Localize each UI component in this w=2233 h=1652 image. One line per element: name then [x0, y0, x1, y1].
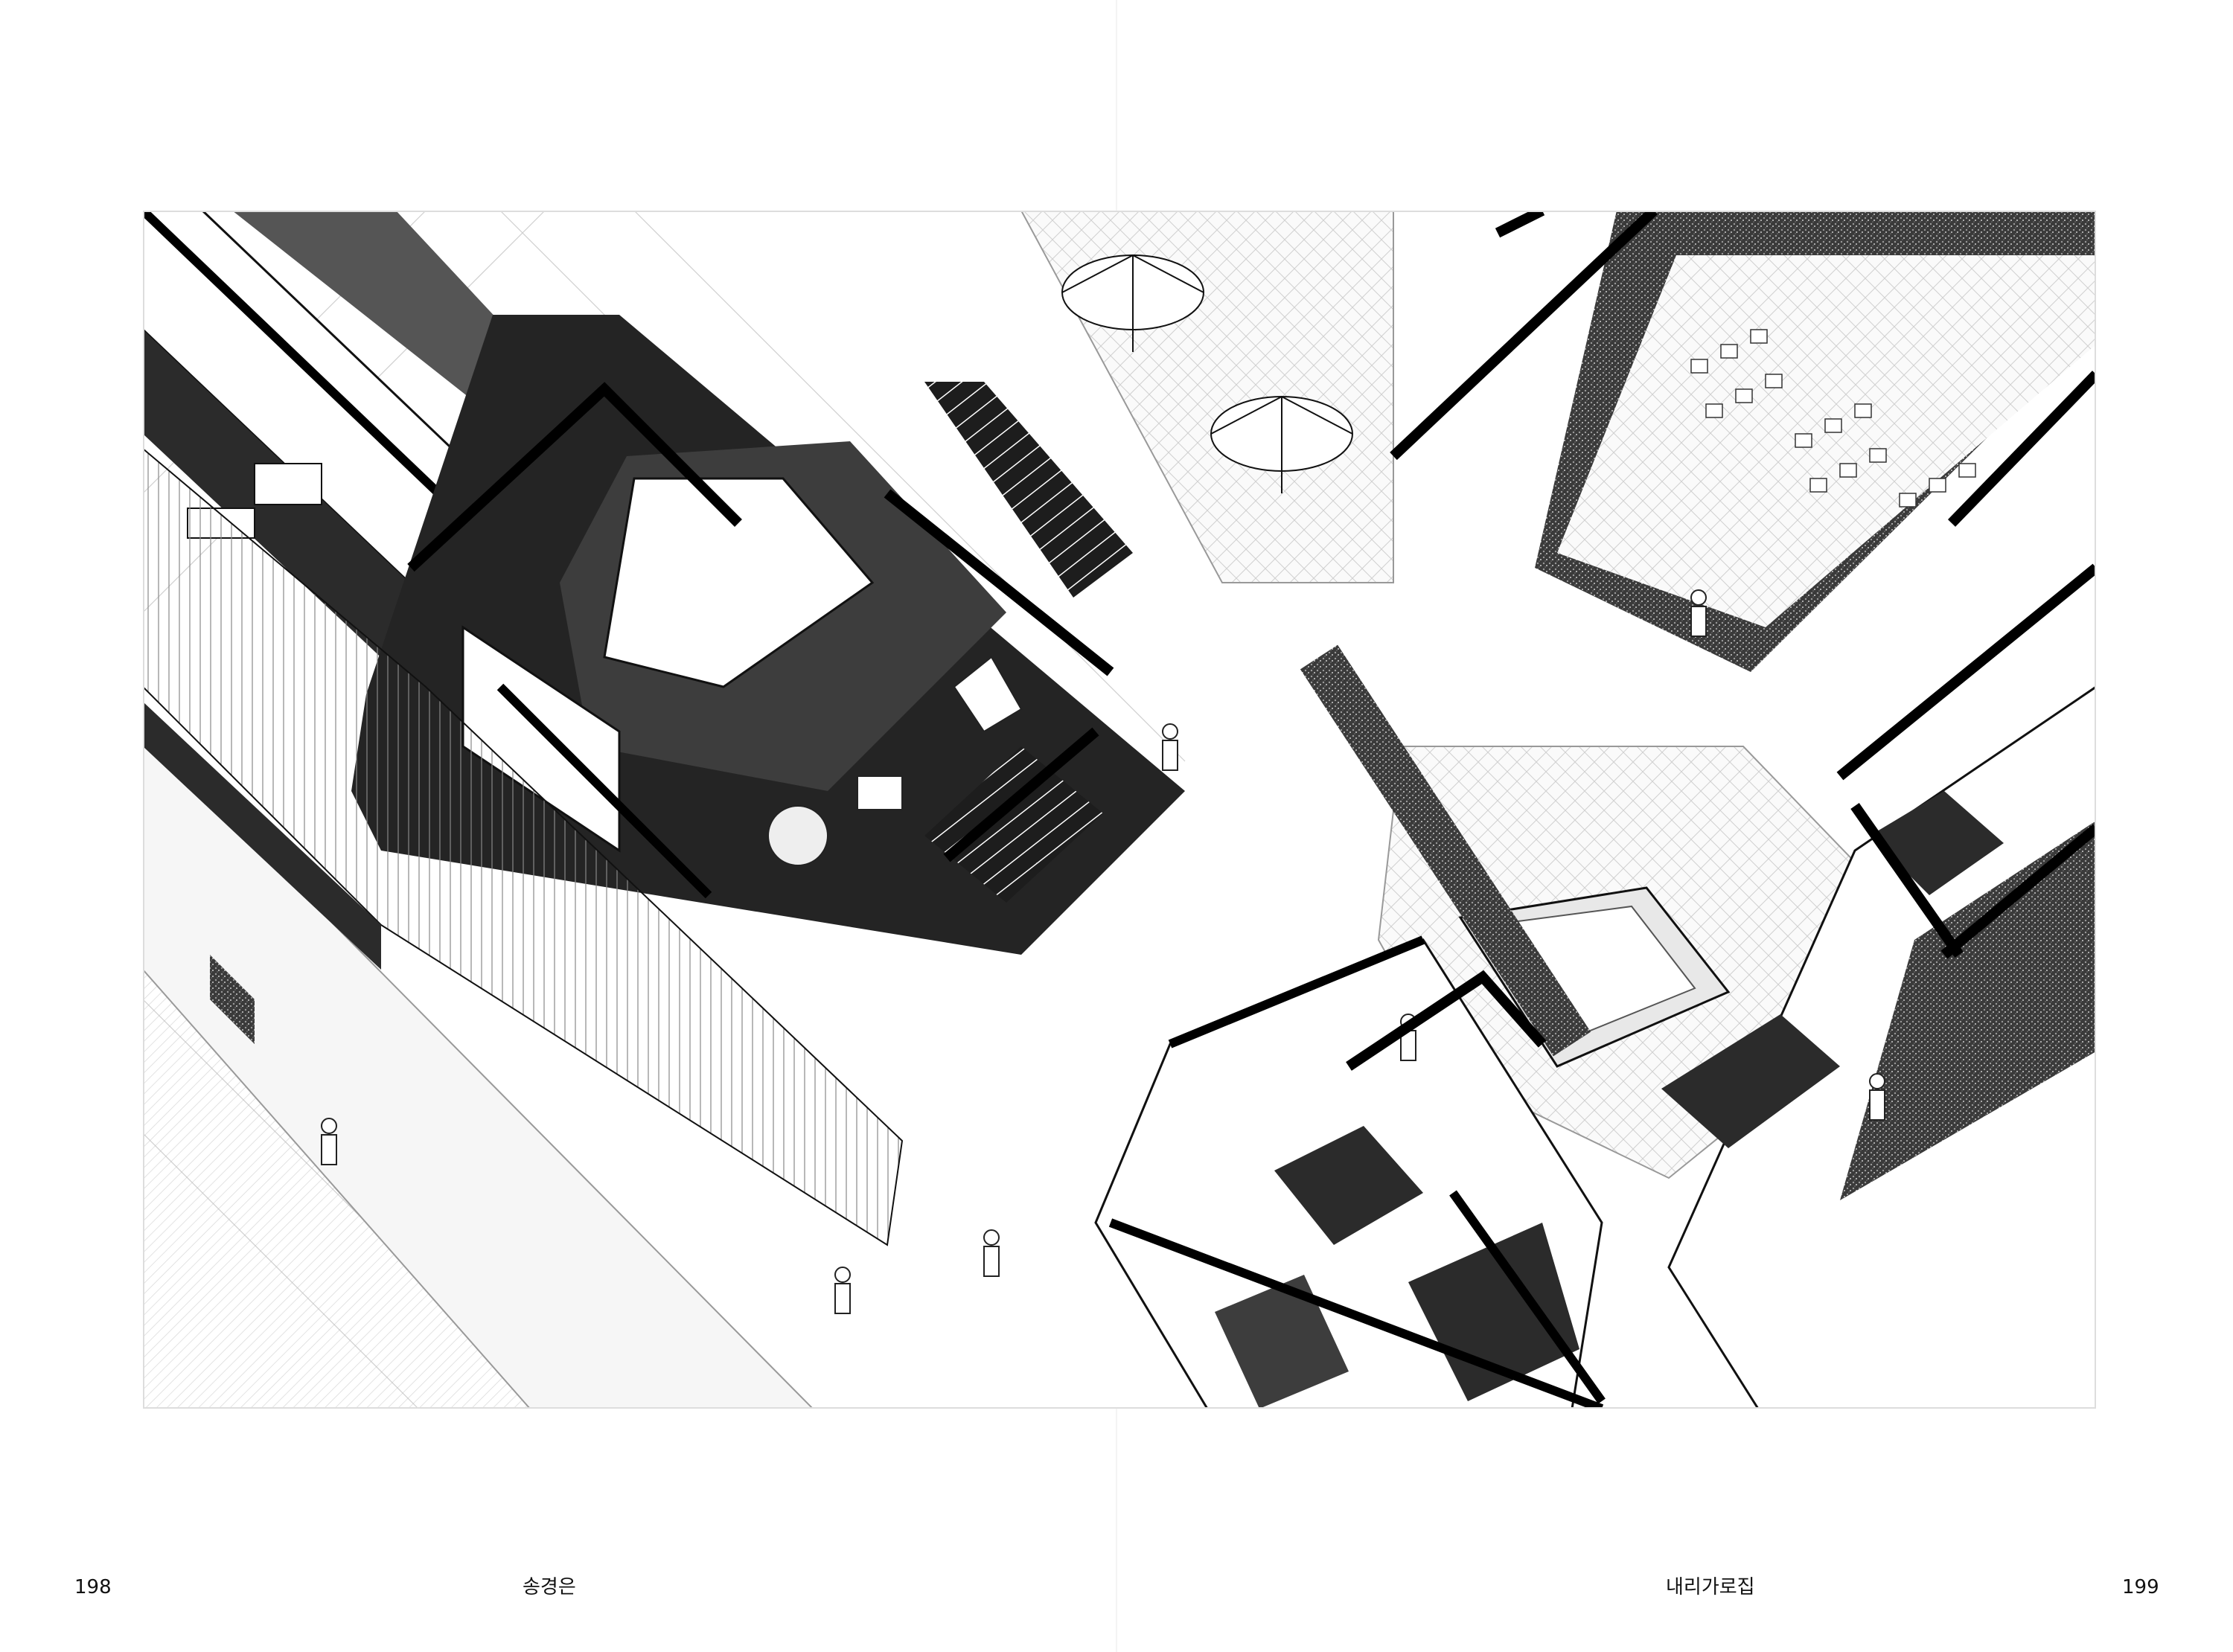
author-name: 송경은	[523, 1576, 576, 1598]
section-cut-walls	[943, 211, 1964, 1071]
upper-terrace	[1020, 211, 1394, 583]
page-number-left: 198	[74, 1576, 112, 1598]
lower-rooms	[1094, 935, 1606, 1409]
central-stair	[924, 382, 1133, 903]
page-number-right: 199	[2122, 1576, 2159, 1598]
project-title: 내리가로집	[1666, 1576, 1755, 1598]
people-silhouettes	[321, 589, 1885, 1314]
axonometric-drawing	[143, 211, 2096, 1409]
auditorium	[1390, 211, 2096, 672]
right-units	[1661, 563, 2096, 1409]
storefront-strip	[143, 447, 904, 1246]
courtyard-pool	[1300, 644, 1946, 1179]
